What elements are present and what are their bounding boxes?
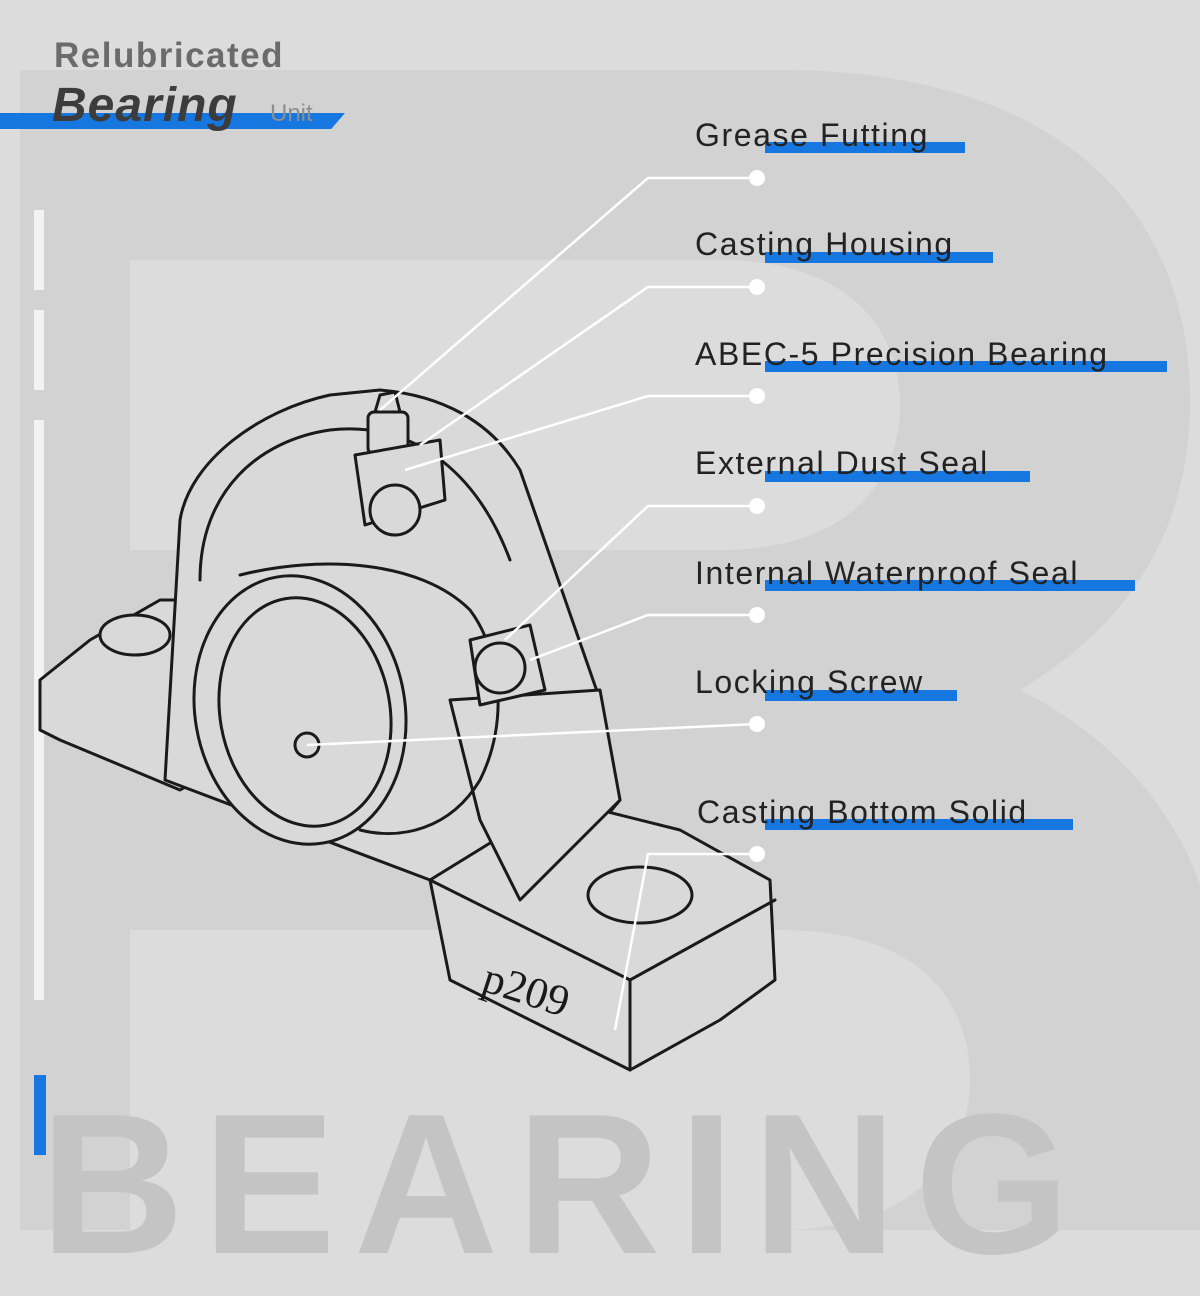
left-bolt-hole [98, 613, 172, 657]
label-underline [765, 361, 1167, 372]
leader-grease-fitting [379, 176, 757, 411]
label-underline [765, 580, 1135, 591]
leader-casting-bottom [613, 852, 757, 1031]
label-internal-seal: Internal Waterproof Seal [695, 555, 1080, 591]
right-foot-top [628, 898, 777, 982]
label-casting-bottom: Casting Bottom Solid [697, 794, 1028, 830]
label-underline [765, 471, 1030, 482]
leader-dot [749, 388, 765, 404]
leader-dot [749, 279, 765, 295]
leader-dot [749, 498, 765, 514]
leader-casting-housing [419, 285, 757, 447]
side-accent-bar [34, 1075, 46, 1155]
leader-internal-seal [529, 613, 757, 662]
label-casting-housing: Casting Housing [695, 226, 954, 262]
leader-locking-screw [306, 722, 758, 747]
leader-dot [749, 716, 765, 732]
title-line-1: Relubricated [54, 36, 284, 75]
seal-ring [473, 641, 527, 695]
side-strip [34, 310, 44, 390]
leader-dot [749, 846, 765, 862]
bearing-inner [217, 596, 393, 828]
label-underline [765, 142, 965, 153]
side-strip [34, 210, 44, 290]
title-line-2: Bearing [52, 79, 238, 132]
label-locking-screw: Locking Screw [695, 664, 924, 700]
label-grease-fitting: Grease Futting [695, 117, 930, 153]
leader-external-seal [504, 504, 757, 641]
leader-lines [306, 170, 765, 1031]
leader-dot [749, 607, 765, 623]
leader-precision-bearing [404, 394, 757, 472]
label-underline [765, 819, 1073, 830]
label-underline [765, 252, 993, 263]
bearing-unit-drawing: p209 [38, 388, 777, 1072]
housing-inner-ring [198, 427, 512, 582]
background-letter-shape [20, 70, 1200, 1230]
leader-dot [749, 170, 765, 186]
seal-ball [368, 483, 422, 537]
title-accent-bar [0, 113, 345, 129]
label-precision-bearing: ABEC-5 Precision Bearing [695, 336, 1109, 372]
label-external-seal: External Dust Seal [695, 445, 989, 481]
label-underline [765, 690, 957, 701]
diagram-canvas: BEARING Relubricated Bearing Unit [0, 36, 1167, 1285]
title-line-3: Unit [270, 100, 313, 127]
